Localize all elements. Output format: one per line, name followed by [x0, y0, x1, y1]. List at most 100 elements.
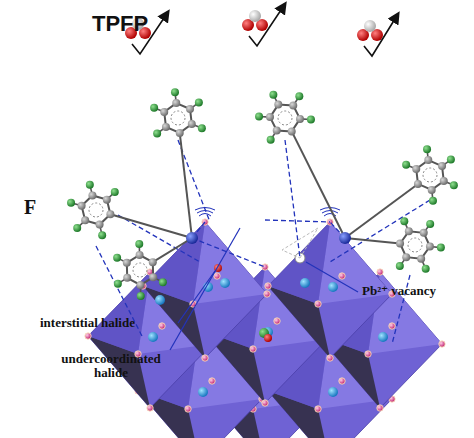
- octahedron-body: [143, 222, 267, 358]
- fluorine-atom: [429, 197, 437, 205]
- carbon-atom: [417, 255, 425, 263]
- lead-atom: [378, 332, 388, 342]
- light-atom: [364, 20, 376, 32]
- octahedron-face: [88, 272, 150, 354]
- carbon-atom: [289, 101, 297, 109]
- carbon-atom: [162, 123, 170, 131]
- fluorine-atom: [255, 112, 263, 120]
- carbon-atom: [396, 240, 404, 248]
- pentafluorophenyl-ring: [345, 145, 458, 238]
- leader-line: [306, 262, 358, 292]
- carbon-atom: [149, 258, 157, 266]
- light-atom: [249, 10, 261, 22]
- halide-atom: [250, 346, 256, 352]
- fluorine-atom: [114, 280, 122, 288]
- carbon-atom: [136, 251, 144, 259]
- cation: [264, 334, 272, 342]
- pentafluorophenyl-ring: [113, 238, 192, 300]
- fluorine-atom: [113, 254, 121, 262]
- octahedron-face: [268, 222, 330, 304]
- ring-bond: [82, 195, 111, 224]
- aromatic-mark: [133, 263, 147, 277]
- halide-atom: [327, 355, 333, 361]
- halide-atom: [262, 400, 268, 406]
- fluorine-atom: [295, 92, 303, 100]
- fluorine-atom: [402, 161, 410, 169]
- halide-atom: [339, 273, 345, 279]
- interaction-line: [192, 238, 265, 267]
- lead-atom: [148, 332, 158, 342]
- halide-atom: [185, 406, 191, 412]
- interaction-line: [285, 140, 300, 258]
- defect-label: Pb²⁺ vacancy: [362, 284, 436, 298]
- bond: [180, 133, 192, 238]
- fluorine-atom: [111, 188, 119, 196]
- fluorine-atom: [307, 116, 315, 124]
- carbon-atom: [440, 177, 448, 185]
- fluorine-atom: [267, 136, 275, 144]
- lead-atom: [328, 387, 338, 397]
- carbon-atom: [172, 99, 180, 107]
- bond: [345, 184, 418, 238]
- fluorine-atom: [171, 88, 179, 96]
- fluorine-atom: [447, 156, 455, 164]
- halide-atom: [214, 273, 220, 279]
- interaction-line: [330, 200, 430, 262]
- carbon-atom: [149, 273, 157, 281]
- fluorine-atom: [86, 181, 94, 189]
- carbon-atom: [296, 115, 304, 123]
- fluorine-atom: [400, 217, 408, 225]
- interaction-wave: [199, 214, 211, 217]
- pentafluorophenyl-ring: [345, 217, 445, 272]
- fluorine-atom: [437, 244, 445, 252]
- halide-atom: [315, 301, 321, 307]
- carbon-atom: [266, 113, 274, 121]
- interaction-wave: [197, 211, 213, 214]
- fluorine-atom: [150, 104, 158, 112]
- fluorine-atom: [396, 262, 404, 270]
- carbon-atom: [96, 221, 104, 229]
- leader-line: [170, 228, 240, 350]
- fluorine-atom: [423, 145, 431, 153]
- fluorine-atom: [137, 292, 145, 300]
- halide-atom: [439, 341, 445, 347]
- ring-bond: [127, 255, 153, 285]
- halide-atom: [209, 378, 215, 384]
- bond: [153, 238, 192, 262]
- interaction-line: [265, 220, 330, 222]
- halide-atom: [159, 323, 165, 329]
- carbon-atom: [78, 202, 86, 210]
- phosphorus-atom: [339, 232, 351, 244]
- carbon-atom: [428, 186, 436, 194]
- pentafluorophenyl-ring: [67, 181, 192, 240]
- pentafluorophenyl-ring: [255, 91, 345, 238]
- fluorine-atom: [153, 130, 161, 138]
- carbon-atom: [274, 101, 282, 109]
- fluorine-atom: [67, 199, 75, 207]
- fluorine-atom: [159, 278, 167, 286]
- halide-atom: [85, 333, 91, 339]
- pentafluorophenyl-ring: [150, 88, 206, 238]
- bond: [292, 131, 345, 238]
- small-molecule: [242, 4, 285, 46]
- fluorine-atom: [135, 240, 143, 248]
- carbon-atom: [88, 191, 96, 199]
- carbon-atom: [412, 165, 420, 173]
- halide-atom: [377, 269, 383, 275]
- carbon-atom: [106, 210, 114, 218]
- carbon-atom: [186, 105, 194, 113]
- carbon-atom: [402, 253, 410, 261]
- atom-label: F: [24, 196, 36, 218]
- aromatic-mark: [423, 168, 437, 182]
- carbon-atom: [424, 156, 432, 164]
- lead-atom: [220, 278, 230, 288]
- leader-line: [178, 271, 215, 323]
- halide-atom: [264, 291, 270, 297]
- molecule-name: TPFP: [92, 12, 148, 36]
- interaction-wave: [322, 211, 338, 214]
- fluorine-atom: [195, 98, 203, 106]
- halide-atom: [377, 405, 383, 411]
- fluorine-atom: [422, 265, 430, 273]
- defect-label: interstitial halide: [40, 316, 135, 330]
